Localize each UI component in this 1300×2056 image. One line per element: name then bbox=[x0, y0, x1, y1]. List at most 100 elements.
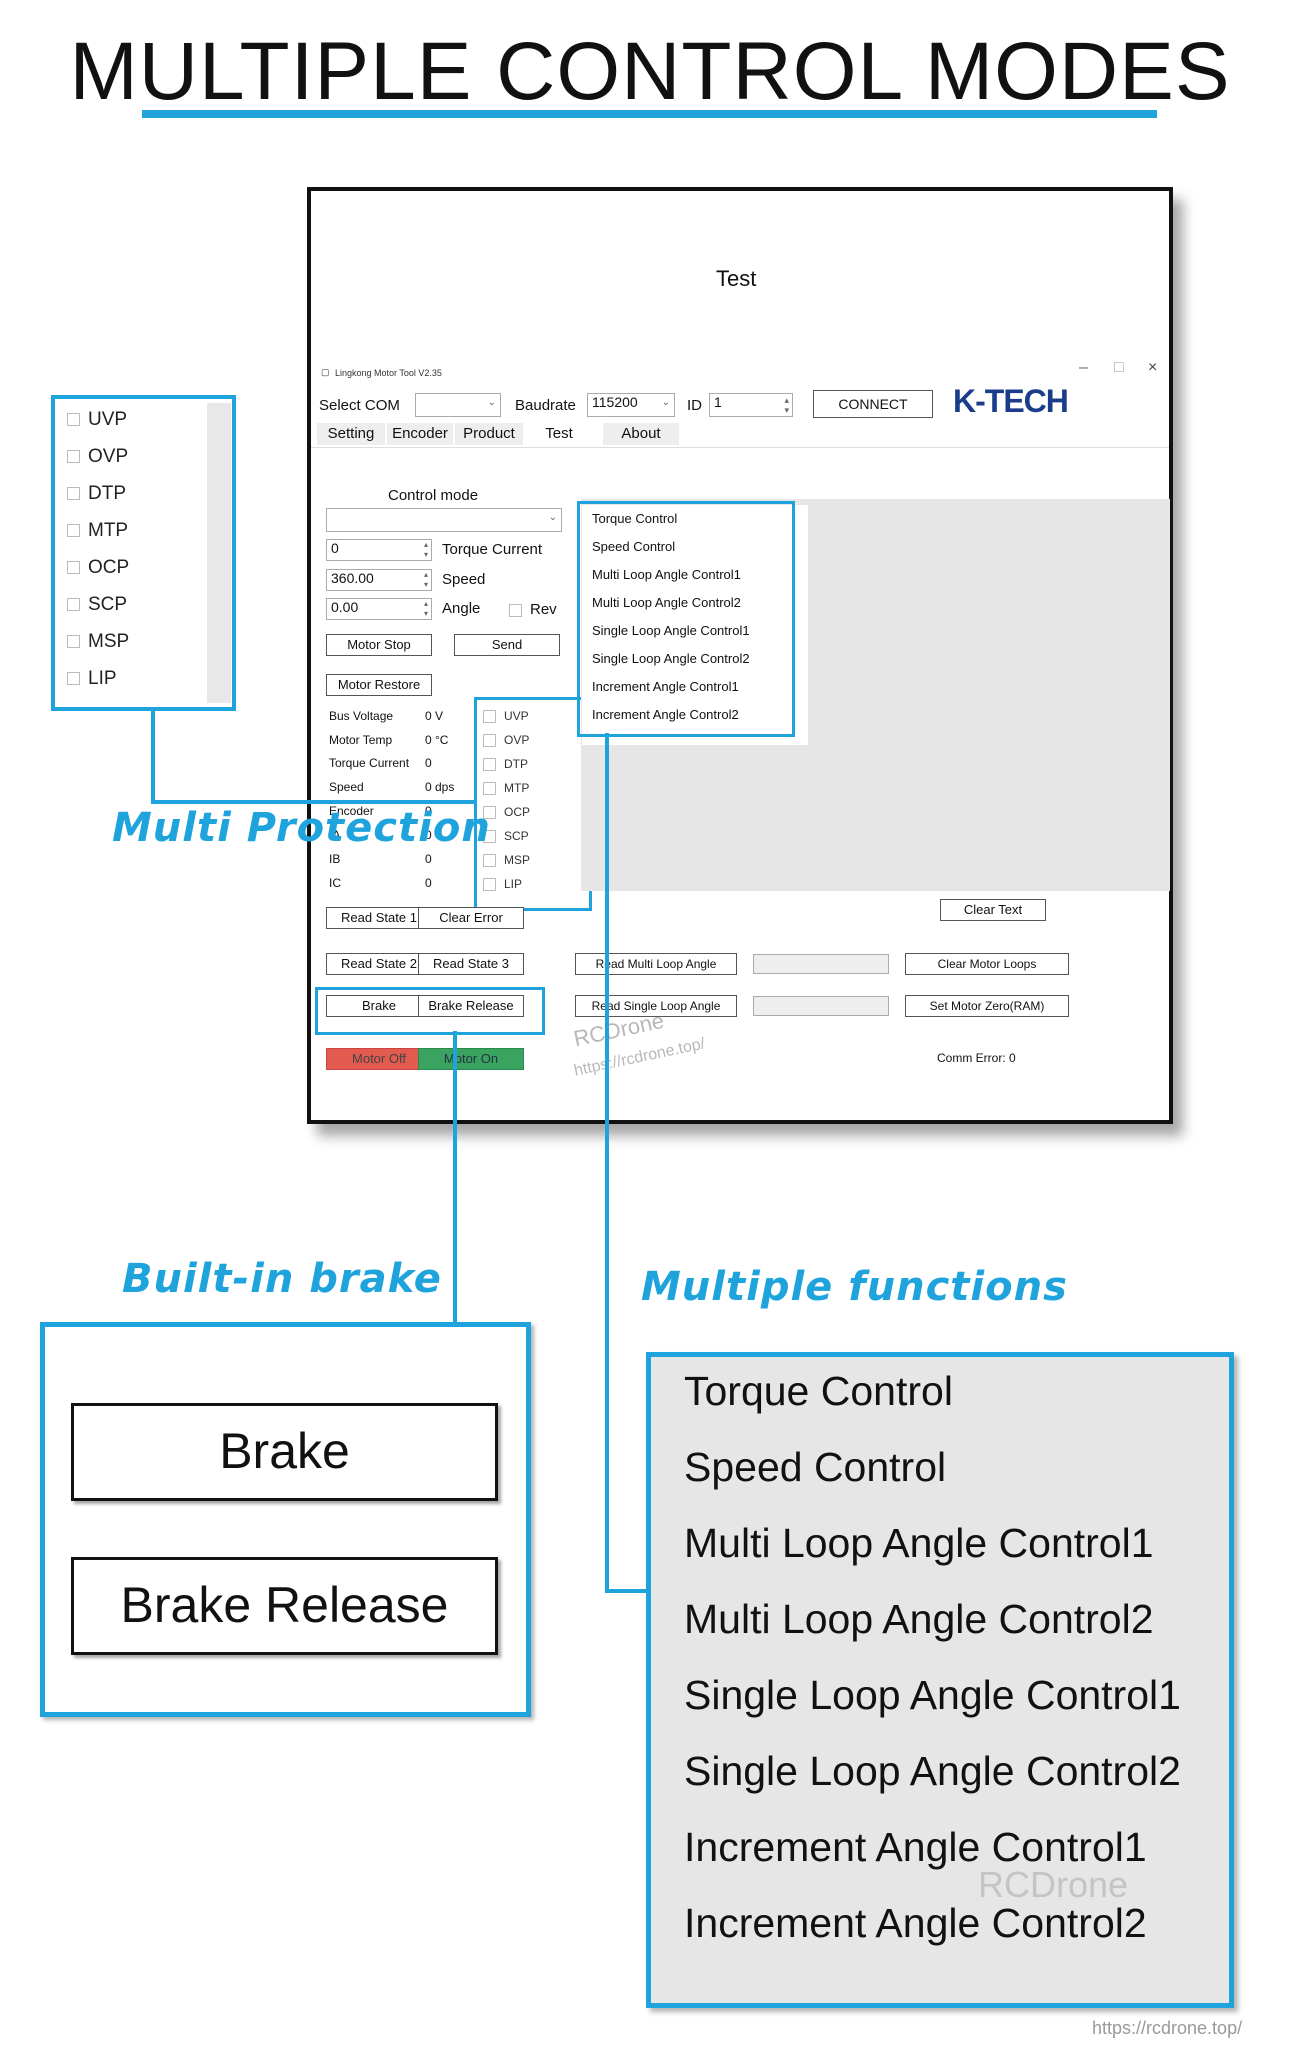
brake-zoom-box: Brake Brake Release bbox=[40, 1322, 531, 1717]
checkbox-icon bbox=[67, 487, 80, 501]
baudrate-dropdown[interactable]: 115200 ⌄ bbox=[587, 393, 675, 417]
torque-input[interactable]: 0 ▴▾ bbox=[326, 539, 432, 561]
speed-value: 360.00 bbox=[331, 570, 374, 586]
send-button[interactable]: Send bbox=[454, 634, 560, 656]
state-label: IB bbox=[329, 852, 341, 866]
option-multi-loop-1[interactable]: Multi Loop Angle Control1 bbox=[592, 567, 741, 582]
option-speed-control[interactable]: Speed Control bbox=[592, 539, 676, 554]
checkbox-icon bbox=[509, 603, 522, 617]
option-single-loop-2[interactable]: Single Loop Angle Control2 bbox=[592, 651, 750, 666]
state-label: Encoder bbox=[329, 804, 374, 818]
spin-arrows-icon[interactable]: ▴▾ bbox=[423, 570, 428, 589]
clear-text-button[interactable]: Clear Text bbox=[940, 899, 1046, 921]
rev-checkbox[interactable]: Rev bbox=[509, 601, 557, 618]
state-value: 0 bbox=[425, 804, 432, 818]
minimize-icon[interactable]: – bbox=[1079, 359, 1088, 376]
checkbox-icon bbox=[483, 806, 496, 820]
id-spinbox[interactable]: 1 ▴▾ bbox=[709, 393, 793, 417]
angle-label: Angle bbox=[442, 600, 481, 617]
state-value: 0 bbox=[425, 828, 432, 842]
option-multi-loop-2[interactable]: Multi Loop Angle Control2 bbox=[592, 595, 741, 610]
clear-motor-loops-button[interactable]: Clear Motor Loops bbox=[905, 953, 1069, 975]
tab-encoder[interactable]: Encoder bbox=[387, 423, 453, 445]
tab-about[interactable]: About bbox=[603, 423, 679, 445]
read-single-loop-angle-button[interactable]: Read Single Loop Angle bbox=[575, 995, 737, 1017]
multi-protection-callout: Multi Protection bbox=[112, 805, 491, 851]
protection-mtp[interactable]: MTP bbox=[483, 781, 529, 796]
option-single-loop-1[interactable]: Single Loop Angle Control1 bbox=[592, 623, 750, 638]
control-mode-options: Torque Control Speed Control Multi Loop … bbox=[582, 505, 808, 745]
tab-bar-divider bbox=[311, 447, 1169, 448]
select-com-label: Select COM bbox=[319, 397, 400, 414]
maximize-icon[interactable]: □ bbox=[1114, 359, 1124, 376]
protection-lip[interactable]: LIP bbox=[483, 877, 522, 892]
spin-arrows-icon[interactable]: ▴▾ bbox=[423, 599, 428, 618]
select-com-dropdown[interactable]: ⌄ bbox=[415, 393, 501, 417]
protection-zoom-label: SCP bbox=[88, 594, 128, 615]
protection-zoom-scrollbar bbox=[207, 403, 231, 703]
control-mode-label: Control mode bbox=[388, 487, 479, 504]
function-single-loop-2: Single Loop Angle Control2 bbox=[684, 1748, 1181, 1794]
angle-input[interactable]: 0.00 ▴▾ bbox=[326, 598, 432, 620]
protection-uvp[interactable]: UVP bbox=[483, 709, 529, 724]
motor-off-button[interactable]: Motor Off bbox=[326, 1048, 432, 1070]
protection-zoom-label: LIP bbox=[88, 668, 117, 689]
read-multi-loop-angle-button[interactable]: Read Multi Loop Angle bbox=[575, 953, 737, 975]
brake-release-button[interactable]: Brake Release bbox=[418, 995, 524, 1017]
read-state-3-button[interactable]: Read State 3 bbox=[418, 953, 524, 975]
close-icon[interactable]: × bbox=[1148, 359, 1158, 376]
single-loop-angle-field bbox=[753, 996, 889, 1016]
clear-error-button[interactable]: Clear Error bbox=[418, 907, 524, 929]
read-state-2-button[interactable]: Read State 2 bbox=[326, 953, 432, 975]
functions-connector-horizontal bbox=[605, 1589, 649, 1593]
option-torque-control[interactable]: Torque Control bbox=[592, 511, 678, 526]
tab-test[interactable]: Test bbox=[527, 423, 591, 445]
state-value: 0 bbox=[425, 756, 432, 770]
protection-zoom-dtp: DTP bbox=[67, 483, 126, 505]
option-increment-2[interactable]: Increment Angle Control2 bbox=[592, 707, 739, 722]
tab-setting[interactable]: Setting bbox=[317, 423, 385, 445]
protection-zoom-msp: MSP bbox=[67, 631, 129, 653]
state-label: IA bbox=[329, 828, 341, 842]
state-label: Bus Voltage bbox=[329, 709, 394, 723]
set-motor-zero-button[interactable]: Set Motor Zero(RAM) bbox=[905, 995, 1069, 1017]
checkbox-icon bbox=[67, 413, 80, 427]
speed-input[interactable]: 360.00 ▴▾ bbox=[326, 569, 432, 591]
motor-stop-button[interactable]: Motor Stop bbox=[326, 634, 432, 656]
option-increment-1[interactable]: Increment Angle Control1 bbox=[592, 679, 739, 694]
protection-zoom-label: OVP bbox=[88, 446, 129, 467]
motor-on-button[interactable]: Motor On bbox=[418, 1048, 524, 1070]
function-multi-loop-1: Multi Loop Angle Control1 bbox=[684, 1520, 1154, 1566]
connect-button[interactable]: CONNECT bbox=[813, 390, 933, 418]
protection-label: OCP bbox=[504, 805, 531, 819]
window-center-title: Test bbox=[716, 266, 757, 291]
built-in-brake-callout: Built-in brake bbox=[122, 1256, 442, 1302]
protection-dtp[interactable]: DTP bbox=[483, 757, 528, 772]
brake-button[interactable]: Brake bbox=[326, 995, 432, 1017]
chevron-down-icon: ⌄ bbox=[661, 397, 670, 408]
function-increment-1: Increment Angle Control1 bbox=[684, 1824, 1147, 1870]
brake-highlight bbox=[315, 987, 545, 1035]
baudrate-label: Baudrate bbox=[515, 397, 576, 414]
state-label: Speed bbox=[329, 780, 364, 794]
ktech-logo: K-TECH bbox=[953, 383, 1069, 419]
state-value: 0 V bbox=[425, 709, 444, 723]
spin-arrows-icon[interactable]: ▴▾ bbox=[784, 395, 789, 415]
protection-ovp[interactable]: OVP bbox=[483, 733, 529, 748]
protection-scp[interactable]: SCP bbox=[483, 829, 529, 844]
checkbox-icon bbox=[483, 710, 496, 724]
motor-restore-button[interactable]: Motor Restore bbox=[326, 674, 432, 696]
protection-ocp[interactable]: OCP bbox=[483, 805, 531, 820]
checkbox-icon bbox=[483, 734, 496, 748]
checkbox-icon bbox=[483, 854, 496, 868]
state-label: IC bbox=[329, 876, 341, 890]
protection-zoom-ovp: OVP bbox=[67, 446, 128, 468]
tab-product[interactable]: Product bbox=[455, 423, 523, 445]
window-titlebar: Lingkong Motor Tool V2.35 bbox=[335, 368, 442, 378]
footer-url: https://rcdrone.top/ bbox=[1092, 2018, 1243, 2038]
protection-msp[interactable]: MSP bbox=[483, 853, 530, 868]
control-mode-dropdown[interactable]: ⌄ bbox=[326, 508, 562, 532]
read-state-1-button[interactable]: Read State 1 bbox=[326, 907, 432, 929]
multi-loop-angle-field bbox=[753, 954, 889, 974]
spin-arrows-icon[interactable]: ▴▾ bbox=[423, 540, 428, 559]
